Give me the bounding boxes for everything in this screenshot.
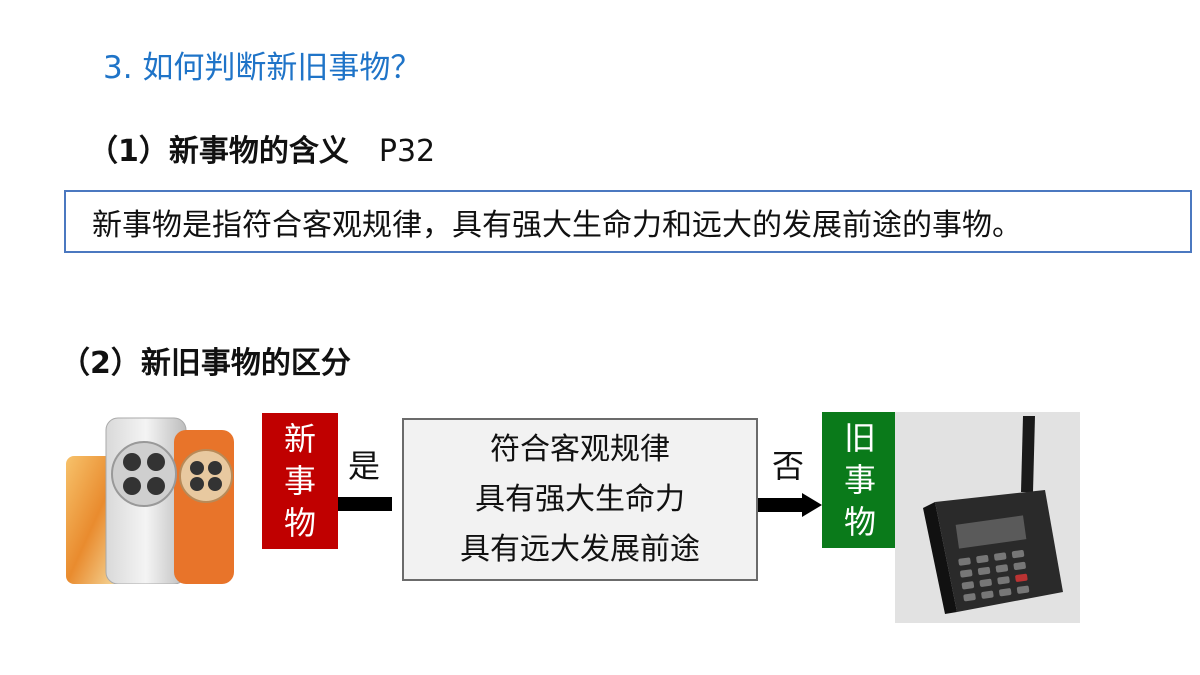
old-thing-box: 旧 事 物 — [822, 412, 898, 548]
criterion-1: 符合客观规律 — [490, 431, 670, 467]
criterion-3: 具有远大发展前途 — [460, 531, 700, 567]
yes-label: 是 — [348, 447, 381, 485]
new-thing-char-1: 新 — [283, 420, 316, 458]
arrow-right-icon — [758, 493, 822, 517]
page-reference: P32 — [378, 134, 436, 169]
old-phone-image — [895, 412, 1080, 623]
criterion-2: 具有强大生命力 — [475, 481, 685, 517]
definition-box: 新事物是指符合客观规律，具有强大生命力和远大的发展前途的事物。 — [64, 190, 1192, 253]
section-title-distinction: （2）新旧事物的区分 — [60, 346, 351, 381]
definition-text: 新事物是指符合客观规律，具有强大生命力和远大的发展前途的事物。 — [92, 207, 1022, 243]
criteria-box: 符合客观规律 具有强大生命力 具有远大发展前途 — [402, 418, 758, 581]
section-title-meaning-text: （1）新事物的含义 — [88, 134, 349, 169]
new-phone-image — [66, 417, 234, 584]
new-thing-char-2: 事 — [283, 462, 316, 500]
new-thing-box: 新 事 物 — [262, 413, 338, 549]
page-heading: 3. 如何判断新旧事物？ — [103, 50, 422, 86]
no-label: 否 — [772, 447, 805, 485]
new-thing-char-3: 物 — [283, 504, 316, 542]
old-thing-char-3: 物 — [843, 503, 876, 541]
old-thing-char-2: 事 — [843, 461, 876, 499]
section-title-meaning: （1）新事物的含义 P32 — [88, 126, 435, 170]
connector-line — [338, 497, 392, 511]
old-thing-char-1: 旧 — [843, 419, 876, 457]
